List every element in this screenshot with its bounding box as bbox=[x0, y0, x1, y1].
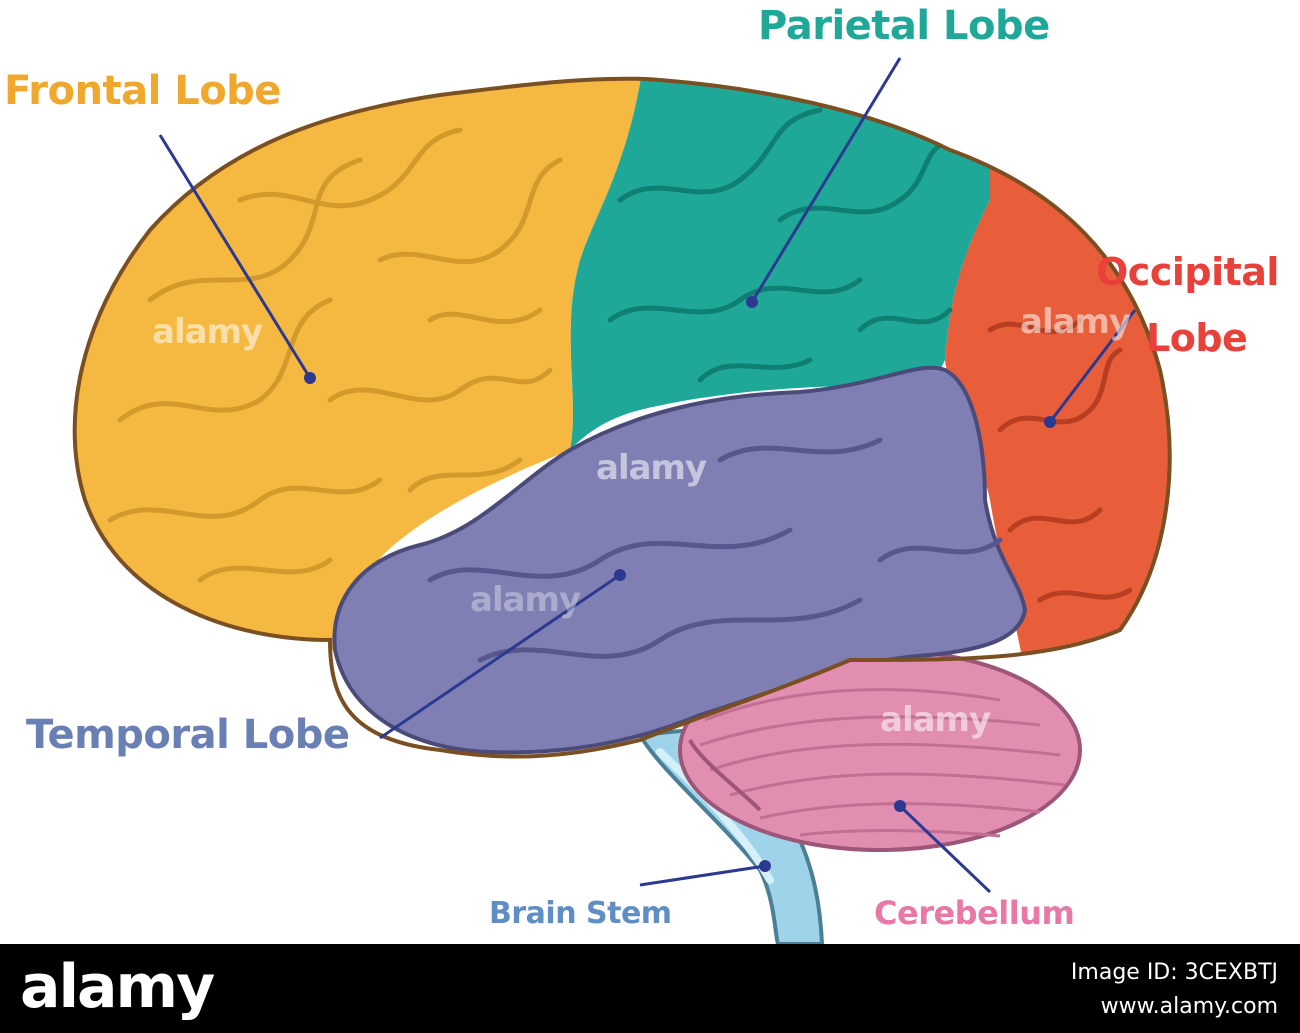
occipital-lobe-label-line1: Occipital bbox=[1096, 250, 1279, 294]
watermark: alamy bbox=[152, 312, 263, 352]
watermark: alamy bbox=[1020, 302, 1131, 342]
watermark: alamy bbox=[596, 448, 707, 488]
watermark: alamy bbox=[880, 700, 991, 740]
brain-illustration bbox=[72, 57, 1172, 946]
cerebellum-label: Cerebellum bbox=[874, 894, 1075, 932]
site-url: www.alamy.com bbox=[1100, 994, 1278, 1019]
brain-diagram: Frontal Lobe Parietal Lobe Occipital Lob… bbox=[4, 3, 1280, 946]
alamy-logo: alamy bbox=[20, 952, 215, 1022]
brain-stem-label: Brain Stem bbox=[489, 896, 672, 931]
parietal-lobe-label: Parietal Lobe bbox=[758, 3, 1050, 49]
leader-lines bbox=[158, 57, 1137, 894]
occipital-lobe-label-line2: Lobe bbox=[1146, 316, 1248, 360]
watermark: alamy bbox=[470, 580, 581, 620]
footer-bar: alamy Image ID: 3CEXBTJ www.alamy.com bbox=[0, 944, 1300, 1033]
temporal-lobe-label: Temporal Lobe bbox=[26, 712, 350, 758]
frontal-lobe-label: Frontal Lobe bbox=[4, 68, 281, 114]
image-id: Image ID: 3CEXBTJ bbox=[1070, 960, 1278, 985]
